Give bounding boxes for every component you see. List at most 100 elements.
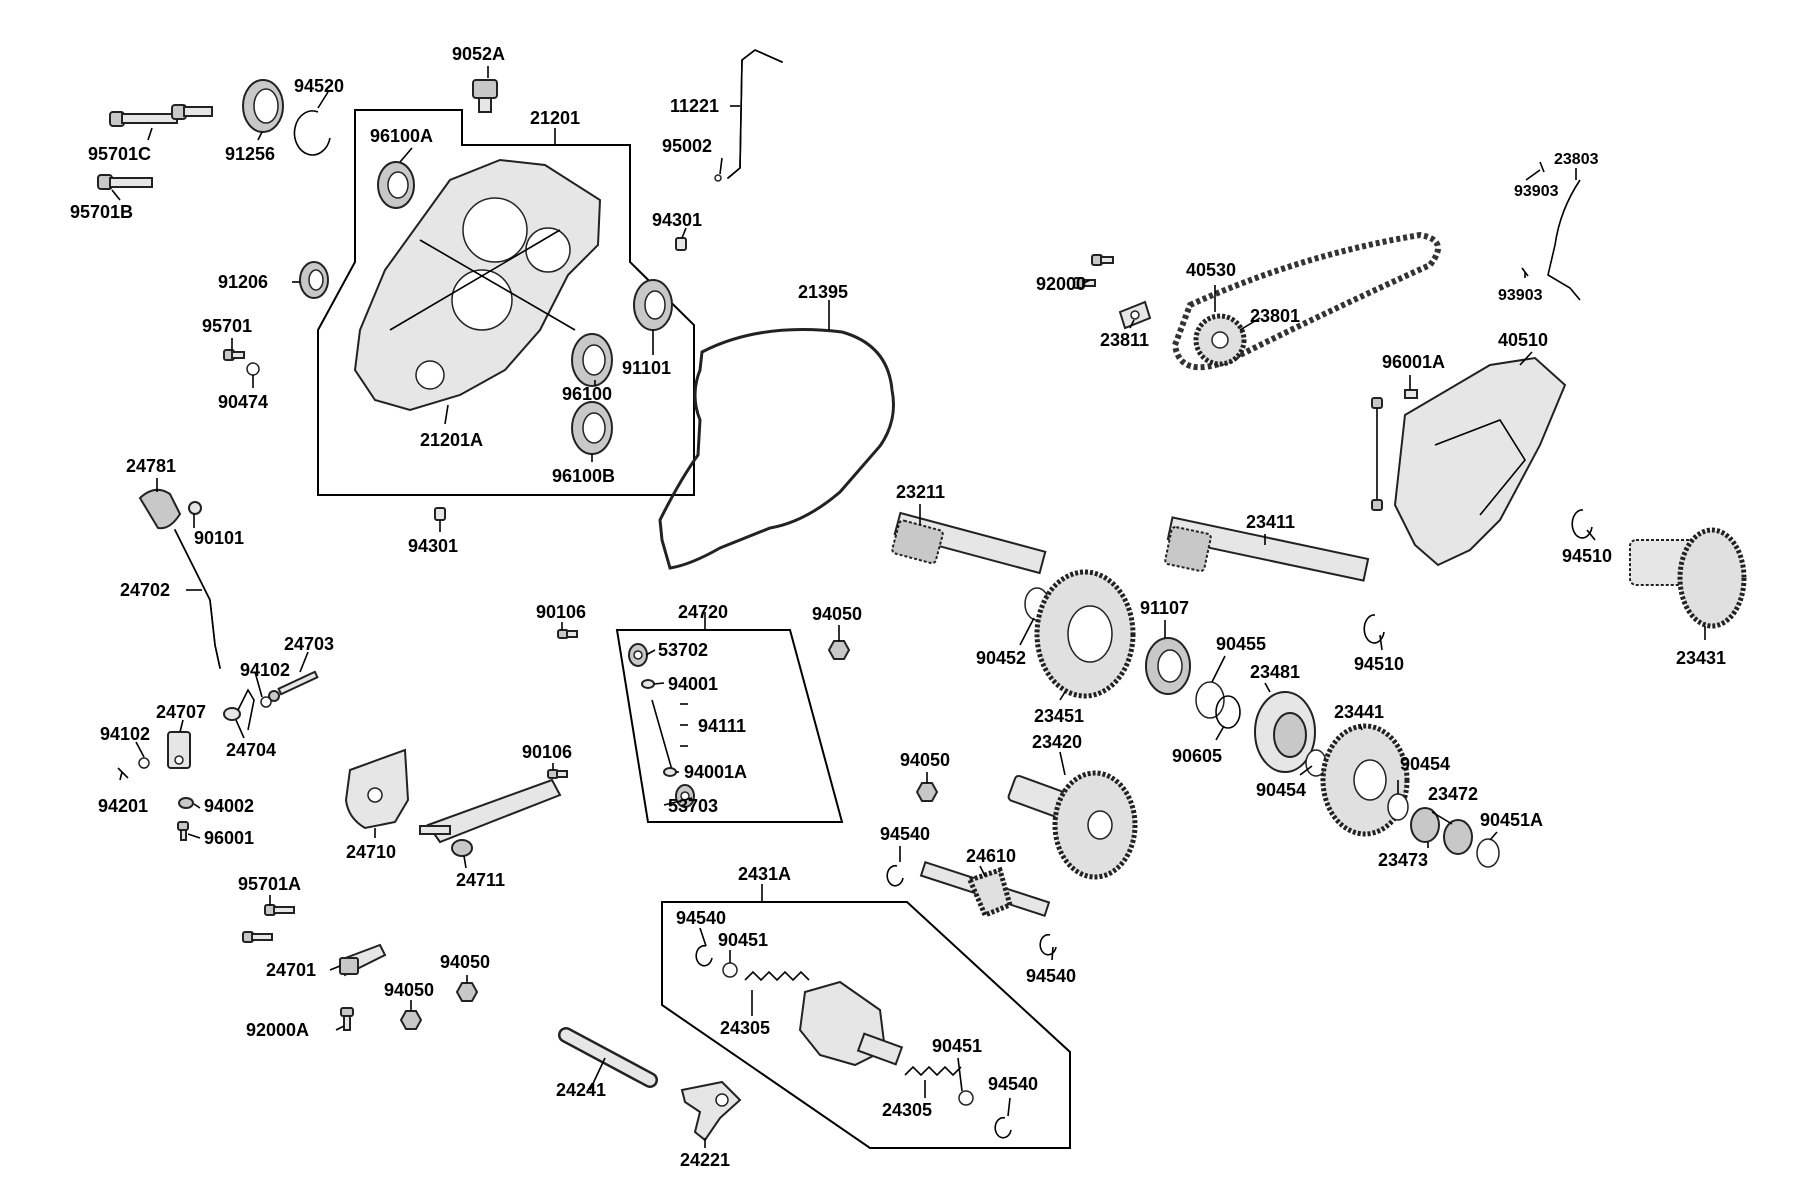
shaft-23411-icon xyxy=(1164,516,1370,582)
circlip-94510-right-icon xyxy=(1571,509,1593,539)
case-assembly-frame xyxy=(317,109,695,496)
label-90605: 90605 xyxy=(1172,746,1222,766)
label-94540-upper: 94540 xyxy=(880,824,930,844)
label-95701: 95701 xyxy=(202,316,252,336)
label-94050-top: 94050 xyxy=(812,604,862,624)
washer-90451-assy-bottom-icon xyxy=(958,1090,974,1106)
washer-94102-lower-icon xyxy=(138,757,150,769)
dowel-94301-bottom-icon xyxy=(434,507,446,521)
label-23472: 23472 xyxy=(1428,784,1478,804)
label-24720: 24720 xyxy=(678,602,728,622)
bolt-92000A-icon xyxy=(340,1007,354,1031)
bearing-91107-icon xyxy=(1145,637,1191,695)
label-24702: 24702 xyxy=(120,580,170,600)
label-96100A: 96100A xyxy=(370,126,433,146)
label-93903-lower: 93903 xyxy=(1498,287,1543,304)
label-94510-right: 94510 xyxy=(1562,546,1612,566)
label-94050-mid: 94050 xyxy=(900,750,950,770)
washer-90474-icon xyxy=(246,362,260,376)
label-90451-assy-bottom: 90451 xyxy=(932,1036,982,1056)
pin-94201-icon xyxy=(117,767,129,779)
label-94001: 94001 xyxy=(668,674,718,694)
label-94050-right: 94050 xyxy=(440,952,490,972)
spring-24704-icon xyxy=(223,688,255,731)
rod-94111-icon xyxy=(651,699,673,771)
label-90101: 90101 xyxy=(194,528,244,548)
circlip-94520-icon xyxy=(293,110,331,156)
label-23811: 23811 xyxy=(1100,330,1149,350)
label-90455: 90455 xyxy=(1216,634,1266,654)
arm-24701-icon xyxy=(338,943,387,977)
label-95701A: 95701A xyxy=(238,874,301,894)
label-94301-bottom: 94301 xyxy=(408,536,458,556)
link-24711-icon xyxy=(419,778,562,857)
label-53703: 53703 xyxy=(668,796,718,816)
washer-90454-right-icon xyxy=(1387,793,1409,821)
oil-seal-91256-icon xyxy=(242,79,284,133)
label-93903-upper: 93903 xyxy=(1514,183,1559,200)
label-94520: 94520 xyxy=(294,76,344,96)
label-23803: 23803 xyxy=(1554,151,1599,168)
drum-center-icon xyxy=(798,980,904,1067)
label-95701C: 95701C xyxy=(88,144,151,164)
plate-23811-icon xyxy=(1118,300,1152,330)
label-91101: 91101 xyxy=(622,358,671,378)
gear-23420-icon xyxy=(1007,770,1138,880)
bearing-91101-icon xyxy=(633,279,673,331)
label-21201A: 21201A xyxy=(420,430,483,450)
label-53702: 53702 xyxy=(658,640,708,660)
label-94540-lower: 94540 xyxy=(1026,966,1076,986)
label-23420: 23420 xyxy=(1032,732,1082,752)
bolt-95701A-lower-icon xyxy=(242,931,273,943)
label-21201: 21201 xyxy=(530,108,580,128)
label-90474: 90474 xyxy=(218,392,268,412)
shift-lever-24702-icon xyxy=(174,529,221,669)
label-24221: 24221 xyxy=(680,1150,730,1170)
breather-pipe-11221-icon xyxy=(727,49,783,179)
label-2431A: 2431A xyxy=(738,864,791,884)
bolt-96001A-icon xyxy=(1371,389,1418,511)
screw-93903-upper-icon xyxy=(1539,161,1545,173)
label-95002: 95002 xyxy=(662,136,712,156)
leader-lines xyxy=(111,66,1706,1148)
label-23473: 23473 xyxy=(1378,850,1428,870)
label-90452: 90452 xyxy=(976,648,1026,668)
dowel-94301-top-icon xyxy=(675,237,687,251)
drain-plug-9052A-icon xyxy=(472,79,498,113)
label-24305-top: 24305 xyxy=(720,1018,770,1038)
label-96100: 96100 xyxy=(562,384,612,404)
fork-24221-icon xyxy=(680,1080,742,1142)
circlip-90605-icon xyxy=(1215,695,1241,729)
label-23481: 23481 xyxy=(1250,662,1300,682)
bearing-96100-icon xyxy=(571,333,613,387)
label-90106-lower: 90106 xyxy=(522,742,572,762)
bolt-90101-icon xyxy=(188,501,202,515)
label-96100B: 96100B xyxy=(552,466,615,486)
shaft-23211-icon xyxy=(891,511,1047,575)
label-94111: 94111 xyxy=(698,716,746,736)
gear-23441-icon xyxy=(1320,723,1410,837)
rubber-24781-icon xyxy=(138,488,182,530)
label-23441: 23441 xyxy=(1334,702,1384,722)
label-96001A: 96001A xyxy=(1382,352,1445,372)
label-23451: 23451 xyxy=(1034,706,1084,726)
sprocket-23801-icon xyxy=(1193,313,1247,367)
label-90454-right: 90454 xyxy=(1400,754,1450,774)
label-23431: 23431 xyxy=(1676,648,1726,668)
label-9052A: 9052A xyxy=(452,44,505,64)
label-94002: 94002 xyxy=(204,796,254,816)
nut-94050-left-icon xyxy=(399,1010,423,1030)
nut-94050-right-icon xyxy=(455,982,479,1002)
output-23431-icon xyxy=(1629,527,1747,629)
label-90451-assy-top: 90451 xyxy=(718,930,768,950)
nut-94050-top-icon xyxy=(827,640,851,660)
label-96001: 96001 xyxy=(204,828,254,848)
label-94001A: 94001A xyxy=(684,762,747,782)
label-92000: 92000 xyxy=(1036,274,1086,294)
label-91107: 91107 xyxy=(1140,598,1189,618)
label-24711: 24711 xyxy=(456,870,505,890)
label-24704: 24704 xyxy=(226,740,276,760)
label-90106-upper: 90106 xyxy=(536,602,586,622)
label-24701: 24701 xyxy=(266,960,316,980)
oil-seal-91206-icon xyxy=(299,261,329,299)
